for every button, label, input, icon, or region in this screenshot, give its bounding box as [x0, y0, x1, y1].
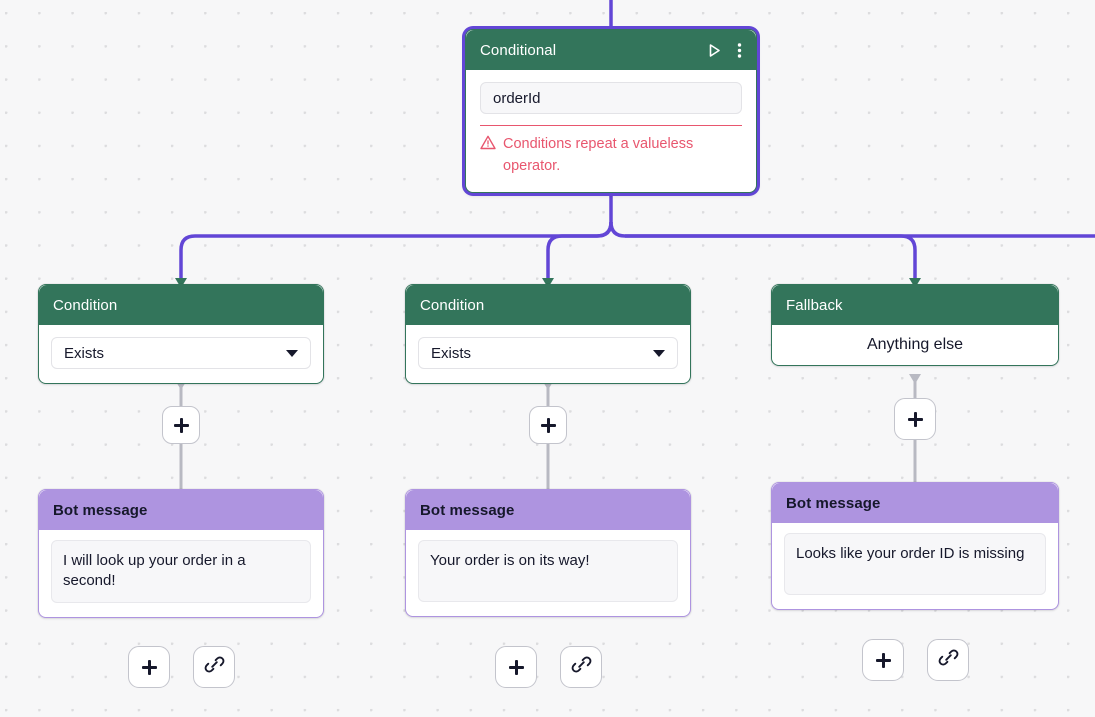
- node-bot-message-2[interactable]: Bot message Your order is on its way!: [405, 489, 691, 617]
- node-condition-1-header: Condition: [39, 285, 323, 325]
- add-step-button-1[interactable]: [128, 646, 170, 688]
- node-bot-message-2-title: Bot message: [420, 501, 515, 519]
- node-conditional-body: orderId Conditions repeat a valueless op…: [466, 70, 756, 192]
- plus-icon: [508, 659, 524, 675]
- operator-select-2[interactable]: Exists: [418, 337, 678, 369]
- chevron-down-icon: [653, 349, 665, 357]
- play-icon[interactable]: [706, 42, 723, 59]
- add-step-button-2[interactable]: [495, 646, 537, 688]
- plus-icon: [173, 417, 189, 433]
- link-icon: [938, 647, 959, 673]
- kebab-menu-icon[interactable]: [737, 42, 742, 59]
- node-condition-2-body: Exists: [406, 325, 690, 383]
- error-row: Conditions repeat a valueless operator.: [480, 133, 742, 178]
- bot-message-1-text[interactable]: I will look up your order in a second!: [51, 540, 311, 603]
- bot-message-3-text[interactable]: Looks like your order ID is missing: [784, 533, 1046, 595]
- variable-input[interactable]: orderId: [480, 82, 742, 114]
- bot-message-2-text[interactable]: Your order is on its way!: [418, 540, 678, 602]
- node-conditional-header: Conditional: [466, 30, 756, 70]
- node-condition-2-title: Condition: [420, 296, 485, 314]
- node-bot-message-2-header: Bot message: [406, 490, 690, 530]
- link-button-2[interactable]: [560, 646, 602, 688]
- node-bot-message-3[interactable]: Bot message Looks like your order ID is …: [771, 482, 1059, 610]
- node-condition-1-body: Exists: [39, 325, 323, 383]
- node-condition-2-header: Condition: [406, 285, 690, 325]
- node-bot-message-3-header: Bot message: [772, 483, 1058, 523]
- add-step-button-3[interactable]: [862, 639, 904, 681]
- plus-icon: [875, 652, 891, 668]
- node-bot-message-1[interactable]: Bot message I will look up your order in…: [38, 489, 324, 618]
- node-fallback-header: Fallback: [772, 285, 1058, 325]
- add-node-button-3[interactable]: [894, 398, 936, 440]
- operator-select-2-value: Exists: [431, 344, 472, 362]
- node-fallback[interactable]: Fallback Anything else: [771, 284, 1059, 366]
- node-fallback-title: Fallback: [786, 296, 843, 314]
- plus-icon: [540, 417, 556, 433]
- node-condition-2[interactable]: Condition Exists: [405, 284, 691, 384]
- node-bot-message-1-body: I will look up your order in a second!: [39, 530, 323, 617]
- operator-select-1[interactable]: Exists: [51, 337, 311, 369]
- node-conditional-title: Conditional: [480, 41, 557, 59]
- add-node-button-2[interactable]: [529, 406, 567, 444]
- node-conditional[interactable]: Conditional orderId: [465, 29, 757, 193]
- plus-icon: [141, 659, 157, 675]
- node-bot-message-2-body: Your order is on its way!: [406, 530, 690, 616]
- error-message: Conditions repeat a valueless operator.: [503, 136, 694, 175]
- add-node-button-1[interactable]: [162, 406, 200, 444]
- node-bot-message-1-title: Bot message: [53, 501, 148, 519]
- plus-icon: [907, 411, 923, 427]
- node-condition-1[interactable]: Condition Exists: [38, 284, 324, 384]
- link-icon: [204, 654, 225, 680]
- node-condition-1-title: Condition: [53, 296, 118, 314]
- error-divider: [480, 125, 742, 126]
- chevron-down-icon: [286, 349, 298, 357]
- link-button-1[interactable]: [193, 646, 235, 688]
- node-fallback-body: Anything else: [772, 325, 1058, 365]
- warning-triangle-icon: [480, 135, 496, 155]
- link-icon: [571, 654, 592, 680]
- node-bot-message-1-header: Bot message: [39, 490, 323, 530]
- node-bot-message-3-body: Looks like your order ID is missing: [772, 523, 1058, 609]
- node-bot-message-3-title: Bot message: [786, 494, 881, 512]
- operator-select-1-value: Exists: [64, 344, 105, 362]
- link-button-3[interactable]: [927, 639, 969, 681]
